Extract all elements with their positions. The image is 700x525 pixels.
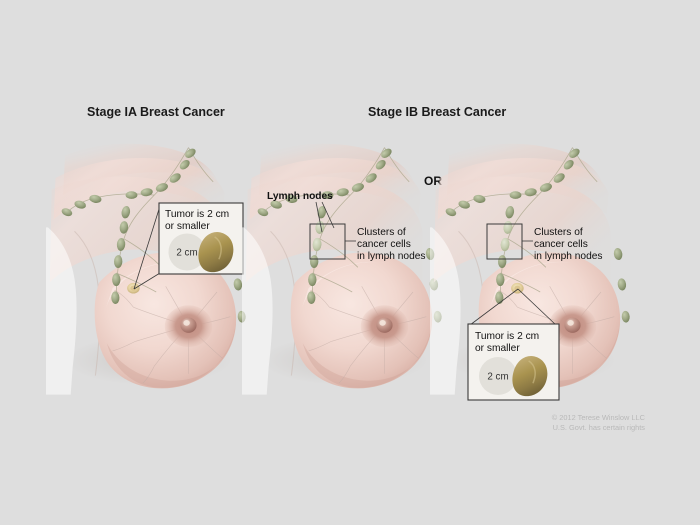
clusters-callout-right: Clusters of cancer cells in lymph nodes [534,227,603,262]
clusters-middle-line1: Clusters of [357,227,406,238]
scale-label-right: 2 cm [487,372,508,383]
leader-lines-tumor-left [133,205,161,290]
clusters-right-line2: cancer cells [534,239,588,250]
clusters-callout-middle: Clusters of cancer cells in lymph nodes [357,227,426,262]
copyright-credit: © 2012 Terese Winslow LLC U.S. Govt. has… [552,413,646,432]
tumor-callout-left-line2: or smaller [165,221,210,232]
tumor-callout-right-line2: or smaller [475,343,520,354]
scale-label-left: 2 cm [176,248,197,259]
tumor-shape-right [512,356,548,397]
leader-lines-tumor-right [469,288,557,326]
lymph-nodes-label: Lymph nodes [267,191,333,202]
tumor-marker-left [127,282,140,294]
clusters-right-line3: in lymph nodes [534,251,603,262]
scale-circle-left [168,233,206,271]
highlight-box-middle [309,223,346,260]
credit-line-1: © 2012 Terese Winslow LLC [552,413,646,422]
clusters-middle-line2: cancer cells [357,239,411,250]
panel-stage-ia: Tumor is 2 cm or smaller 2 cm [45,143,247,396]
title-stage-ia: Stage IA Breast Cancer [87,105,225,119]
clusters-right-line1: Clusters of [534,227,583,238]
panel-stage-ib-right: Clusters of cancer cells in lymph nodes … [429,143,631,401]
tumor-callout-right: Tumor is 2 cm or smaller 2 cm [467,323,560,401]
credit-line-2: U.S. Govt. has certain rights [553,423,646,432]
tumor-shape-left [198,232,234,273]
highlight-box-right [486,223,523,260]
tumor-callout-right-line1: Tumor is 2 cm [475,331,539,342]
tumor-callout-left-line1: Tumor is 2 cm [165,209,229,220]
tumor-callout-left: Tumor is 2 cm or smaller 2 cm [158,202,244,275]
scale-circle-right [479,357,517,395]
panel-stage-ib-left: Lymph nodes Clusters of cancer cells in … [241,143,443,396]
title-stage-ib: Stage IB Breast Cancer [368,105,506,119]
clusters-middle-line3: in lymph nodes [357,251,426,262]
or-connector: OR [424,174,442,188]
tumor-marker-right [511,282,524,294]
